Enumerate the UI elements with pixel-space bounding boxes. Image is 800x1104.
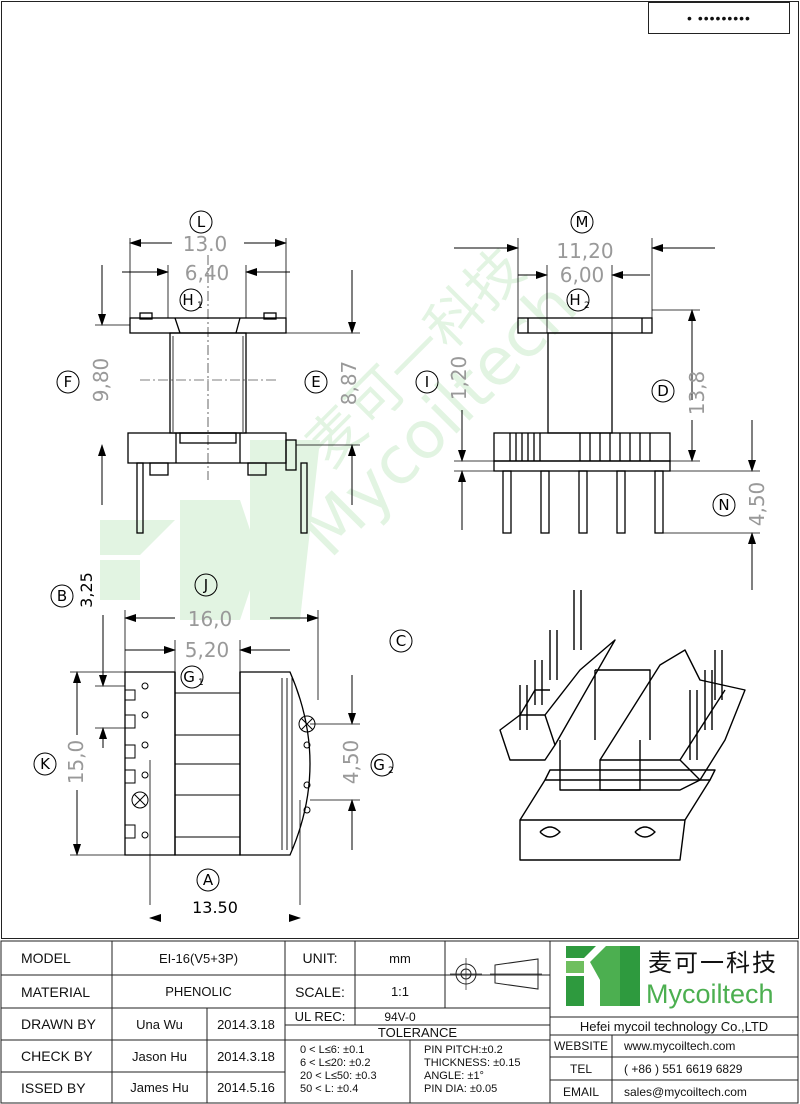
label-m: M [576,213,589,231]
label-h1-sub: 1 [197,301,203,311]
header-tag-box: • ••••••••• [648,2,790,34]
label-b: B [57,587,67,605]
label-g2: G [373,756,385,774]
front-view [127,255,308,534]
company-logo-cn: 麦可一科技 [648,948,778,977]
bottom-dimensions [70,610,360,922]
value-l: 13.0 [183,232,228,256]
tol-right-1: PIN PITCH:±0.2 [424,1044,503,1056]
issued-label: ISSED BY [21,1079,86,1096]
value-f: 9,80 [89,358,113,403]
check-date: 2014.3.18 [217,1048,275,1064]
side-dimensions [454,238,760,590]
value-b: 3,25 [77,572,96,608]
label-l: L [197,213,206,231]
label-j: J [203,576,208,594]
scale-value: 1:1 [390,984,410,999]
label-e: E [311,373,320,391]
label-f: F [64,373,73,391]
ulrec-label: UL REC: [294,1009,346,1024]
iso-label: C [389,629,413,653]
model-value: EI-16(V5+3P) [158,950,239,966]
label-g1-sub: 1 [198,678,204,688]
tol-line-1: 0 < L≤6: ±0.1 [300,1044,365,1056]
label-k: K [40,755,51,773]
website-label: WEBSITE [553,1039,608,1053]
label-a: A [203,871,214,889]
email-value[interactable]: sales@mycoiltech.com [624,1084,747,1099]
label-h2: H [569,291,580,309]
value-g2: 4,50 [339,740,363,785]
side-labels: M 11,20 6,00 H 2 I 1,20 D 13,8 N 4,50 [415,210,769,527]
label-d: D [657,382,669,400]
label-h2-sub: 2 [584,301,590,311]
scale-label: SCALE: [295,983,345,1000]
check-name: Jason Hu [132,1048,187,1064]
value-d: 13,8 [685,371,709,416]
label-n: N [718,496,729,514]
label-i: I [425,373,429,391]
value-k: 15,0 [64,740,88,785]
model-label: MODEL [21,950,71,966]
label-c: C [396,632,406,650]
drawn-label: DRAWN BY [21,1016,96,1032]
value-g1: 5,20 [185,638,230,662]
tol-right-2: THICKNESS: ±0.15 [424,1057,521,1069]
value-h2: 6,00 [560,263,605,287]
company-logo-en: Mycoiltech [646,978,774,1009]
value-i: 1,20 [447,356,471,401]
projection-symbol [450,958,542,990]
bottom-labels: B 3,25 J 16,0 5,20 G 1 K 15,0 4,50 G 2 A… [33,572,394,917]
material-label: MATERIAL [21,983,90,1000]
material-value: PHENOLIC [165,984,232,999]
tol-right-4: PIN DIA: ±0.05 [424,1083,498,1095]
ulrec-value: 94V-0 [384,1009,416,1024]
value-n: 4,50 [745,482,769,527]
tel-value: ( +86 ) 551 6619 6829 [624,1061,743,1076]
label-h1: H [182,291,193,309]
value-e: 8,87 [337,361,361,406]
front-dimensions [95,238,360,505]
company-logo-mark [566,946,640,1006]
tolerance-label: TOLERANCE [377,1025,458,1040]
tol-line-4: 50 < L: ±0.4 [300,1083,359,1095]
drawn-date: 2014.3.18 [217,1016,275,1032]
drawn-name: Una Wu [136,1016,183,1032]
technical-drawing: Mycoiltech 麦可一科技 [1,1,799,939]
label-g1: G [183,668,195,686]
side-view [493,317,671,534]
company-full-name: Hefei mycoil technology Co.,LTD [579,1018,769,1034]
email-label: EMAIL [562,1084,599,1099]
title-block-grid [0,940,799,1104]
value-m: 11,20 [556,239,613,263]
unit-label: UNIT: [302,950,338,966]
tol-line-3: 20 < L≤50: ±0.3 [300,1070,377,1082]
tol-line-2: 6 < L≤20: ±0.2 [300,1057,371,1069]
value-h1: 6,40 [185,261,230,285]
check-label: CHECK BY [21,1048,93,1064]
website-value[interactable]: www.mycoiltech.com [624,1039,736,1053]
issued-date: 2014.5.16 [217,1080,275,1095]
issued-name: James Hu [130,1080,189,1095]
tol-right-3: ANGLE: ±1° [424,1070,484,1082]
isometric-view [499,590,746,861]
tel-label: TEL [569,1061,592,1076]
unit-value: mm [389,950,411,966]
bottom-view [124,671,316,856]
front-labels: L 13.0 6,40 H 1 F 9,80 E 8,87 [56,210,361,406]
label-g2-sub: 2 [388,766,394,776]
value-a: 13.50 [192,898,238,917]
header-tag-text: • ••••••••• [687,10,751,26]
title-block: MODEL EI-16(V5+3P) MATERIAL PHENOLIC UNI… [0,940,800,1104]
value-j: 16,0 [188,607,233,631]
